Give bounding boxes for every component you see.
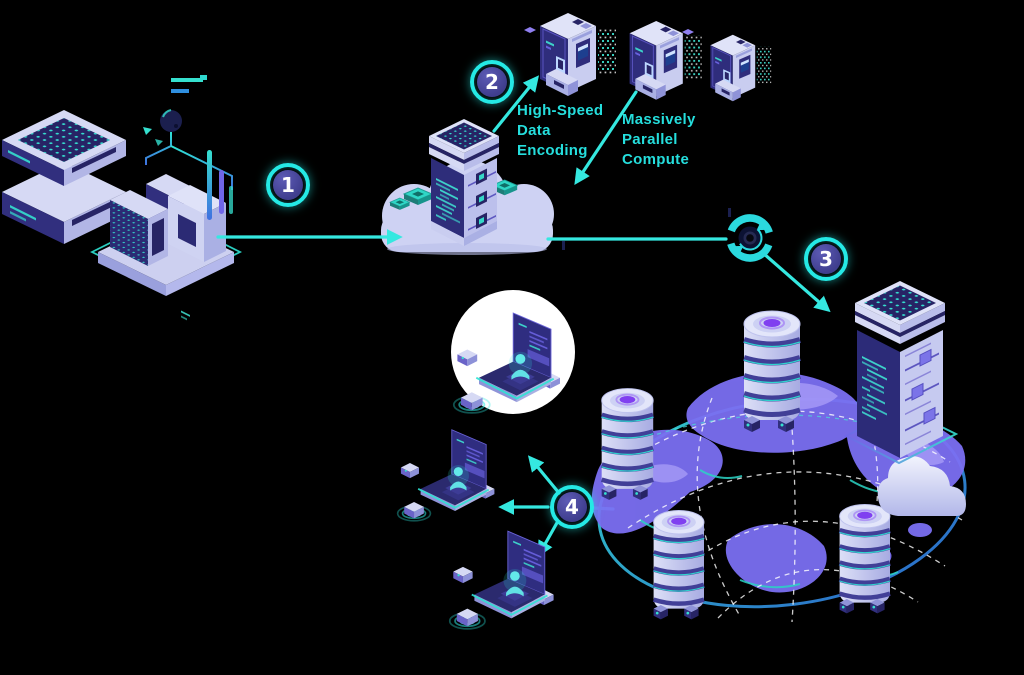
datacenter-server-icon <box>843 281 959 465</box>
user-laptop-icon <box>452 312 561 414</box>
disk-server-tower-icon <box>840 505 890 614</box>
server-rack-cluster-icon <box>89 174 243 321</box>
floating-cube-icon <box>682 29 694 35</box>
step-4-badge: 4 <box>550 485 594 529</box>
label-line: Compute <box>622 151 690 168</box>
step-1-badge-ring <box>266 163 310 207</box>
circuit-flag-icon <box>143 75 233 220</box>
encoder-node-icon <box>539 12 617 97</box>
cloud-3d-icon <box>877 456 966 516</box>
step-2-badge-ring <box>470 60 514 104</box>
disk-server-tower-icon <box>602 389 654 500</box>
step-2-number: 2 <box>485 70 499 94</box>
compute-node-small-icon <box>710 34 772 102</box>
sync-icon <box>562 208 774 262</box>
step-2-badge: 2 <box>470 60 514 104</box>
label-massively-parallel-compute: Massively Parallel Compute <box>622 110 696 170</box>
user-laptop-icon <box>396 428 496 522</box>
label-line: Encoding <box>517 142 588 159</box>
disk-server-tower-icon <box>744 311 800 432</box>
label-line: Parallel <box>622 131 678 148</box>
step-1-badge: 1 <box>266 163 310 207</box>
floating-cube-icon <box>524 27 536 33</box>
label-line: High-Speed <box>517 102 604 119</box>
label-line: Massively <box>622 111 696 128</box>
step-4-number: 4 <box>565 495 579 519</box>
step-4-badge-ring <box>550 485 594 529</box>
source-server-stack-icon <box>2 110 126 244</box>
cloud-server-icon <box>381 119 554 255</box>
step-1-number: 1 <box>281 173 295 197</box>
disk-server-tower-icon <box>654 511 704 620</box>
user-laptop-icon <box>448 530 555 630</box>
step-3-badge: 3 <box>804 237 848 281</box>
label-line: Data <box>517 122 551 139</box>
step-3-number: 3 <box>819 247 833 271</box>
label-high-speed-data-encoding: High-Speed Data Encoding <box>517 101 603 161</box>
step-3-badge-ring <box>804 237 848 281</box>
connector-arrows <box>216 75 831 558</box>
